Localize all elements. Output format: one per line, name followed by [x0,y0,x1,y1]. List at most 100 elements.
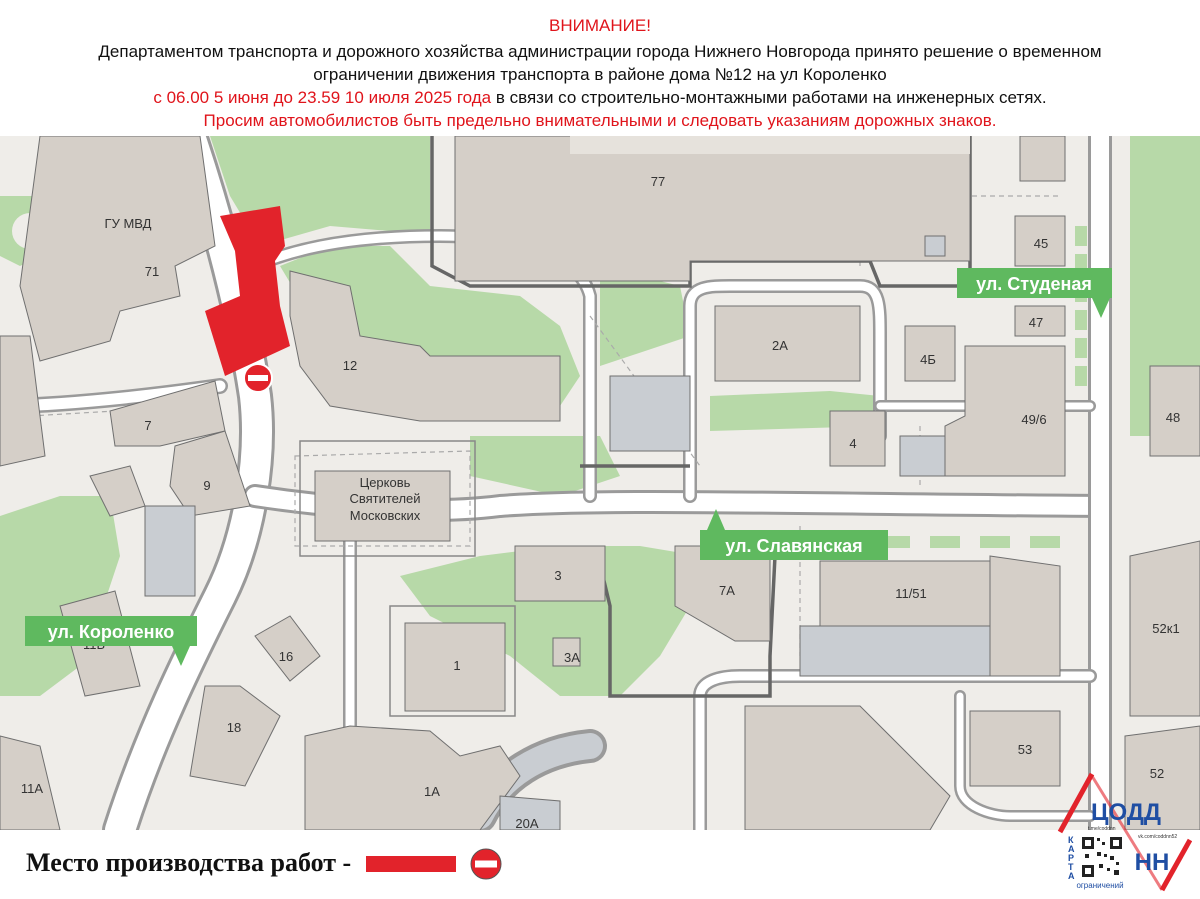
logo-vertical-r: Р [1068,853,1074,863]
boundary-south [596,555,777,698]
building-11-51-gray [799,625,991,677]
building-48 [1149,365,1200,457]
logo-vertical-a1: А [1068,844,1075,854]
label-7: 7 [144,418,151,433]
building-7 [109,380,226,447]
logo-vertical-t: Т [1068,862,1074,872]
building-47 [1014,305,1066,337]
building-18 [189,685,281,787]
logo-vertical-a2: А [1068,871,1075,881]
label-52: 52 [1150,766,1164,781]
label-7a: 7А [719,583,735,598]
street-label-studenaya: ул. Студеная [957,268,1112,318]
building-ne [1019,136,1066,182]
building-4b [904,325,956,382]
codd-logo: ЦОДД t.me/coddnn vk.com/coddnn52 К А Р Т… [1052,772,1193,894]
codd-logo-svg: ЦОДД t.me/coddnn vk.com/coddnn52 К А Р Т… [1057,772,1193,892]
building-52k1 [1129,540,1200,717]
label-4: 4 [849,436,856,451]
building-12 [289,270,561,422]
label-45: 45 [1034,236,1048,251]
building-53 [969,710,1061,787]
announcement-header: ВНИМАНИЕ! Департаментом транспорта и дор… [0,0,1200,136]
label-9: 9 [203,478,210,493]
logo-bottom: ограничений [1076,881,1123,890]
attention-title: ВНИМАНИЕ! [549,16,651,35]
building-chapel [609,375,691,452]
buildings [0,136,1200,830]
svg-text:ул. Студеная: ул. Студеная [976,274,1092,294]
building-9 [169,430,251,517]
svg-text:ул. Славянская: ул. Славянская [725,536,862,556]
building-small-gray [899,435,946,477]
building-1a [304,725,521,830]
building-71 [19,136,216,362]
label-3: 3 [554,568,561,583]
label-49-6: 49/6 [1021,412,1046,427]
building-1 [404,622,506,712]
label-20a: 20А [515,816,538,830]
building-49-6 [944,345,1066,477]
building-45 [1014,215,1066,267]
building-3 [514,545,606,602]
label-church-2: Святителей [349,491,420,506]
building-church [314,470,451,542]
logo-vertical-k: К [1068,835,1074,845]
park-mid [470,436,620,496]
park-centre [600,266,690,366]
label-52k1: 52к1 [1152,621,1179,636]
building-52 [1124,725,1200,830]
logo-region: НН [1135,849,1170,876]
period-text: с 06.00 5 июня до 23.59 10 июля 2025 год… [153,88,492,107]
legend-label: Место производства работ - [26,848,352,877]
building-se [744,705,951,830]
label-11-51: 11/51 [895,586,927,601]
building-11a [0,735,61,830]
plot-1 [389,605,516,717]
logo-handle-left: t.me/coddnn [1088,826,1116,832]
legend: Место производства работ - [0,830,1200,899]
label-church-3: Московских [350,508,421,523]
building-gray-west [144,505,196,597]
announcement-line-4: Просим автомобилистов быть предельно вни… [203,111,997,130]
label-53: 53 [1018,742,1032,757]
building-11-51-east [989,555,1061,677]
street-label-slavyanskaya: ул. Славянская [700,509,888,560]
announcement-line-3: с 06.00 5 июня до 23.59 10 июля 2025 год… [0,86,1200,109]
no-entry-sign-icon [243,363,273,393]
label-47: 47 [1029,315,1043,330]
logo-vertical: К А Р Т А [1068,835,1075,881]
label-1: 1 [453,658,460,673]
label-48: 48 [1166,410,1180,425]
park-east [1130,136,1200,436]
legend-closure-bar [366,856,456,872]
building-small-west [89,465,146,517]
label-71: 71 [145,264,159,279]
label-11a: 11А [21,781,43,796]
announcement-line-2: ограничении движения транспорта в районе… [313,65,887,84]
label-3a: 3А [564,650,580,665]
map-area[interactable]: 77 45 47 2А 4Б 49/6 48 4 ГУ МВД 71 12 7 … [0,136,1200,830]
label-18: 18 [227,720,241,735]
qr-code-icon [1080,835,1124,879]
map-svg: 77 45 47 2А 4Б 49/6 48 4 ГУ МВД 71 12 7 … [0,136,1200,830]
park-south [400,546,700,696]
svg-text:ул. Короленко: ул. Короленко [48,622,175,642]
label-4b: 4Б [920,352,936,367]
roads [0,136,1112,830]
building-far-west [0,335,46,467]
label-77: 77 [651,174,665,189]
building-4 [829,410,886,467]
building-77 [454,136,971,282]
label-12: 12 [343,358,357,373]
work-zone-closure [205,206,290,376]
label-2a: 2А [772,338,788,353]
reason-text: в связи со строительно-монтажными работа… [491,88,1047,107]
label-1a: 1А [424,784,440,799]
street-label-korolenko: ул. Короленко [25,616,197,666]
building-3a [552,637,581,667]
label-gu-mvd: ГУ МВД [105,216,152,231]
label-church-1: Церковь [360,475,411,490]
logo-name: ЦОДД [1091,799,1161,826]
church-plot [299,440,476,557]
